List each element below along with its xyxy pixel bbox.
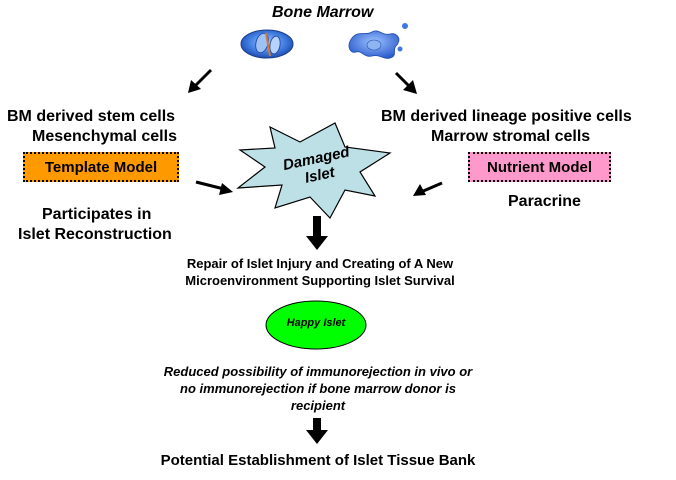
bone-marrow-title: Bone Marrow xyxy=(272,4,374,21)
stem-cells-label: BM derived stem cells xyxy=(7,108,176,125)
happy-islet-label: Happy Islet xyxy=(286,317,346,329)
happy-islet-ellipse xyxy=(265,300,367,350)
arrow-to-tissue-bank xyxy=(306,418,328,444)
participates-label: Participates in xyxy=(42,206,152,223)
immunorejection-text: Reduced possibility of immunorejection i… xyxy=(118,363,518,414)
repair-line-2: Microenvironment Supporting Islet Surviv… xyxy=(185,273,455,288)
arrow-islet-to-repair xyxy=(306,216,328,250)
bone-marrow-cell-icon xyxy=(240,29,294,59)
template-model-box: Template Model xyxy=(23,152,179,182)
repair-text: Repair of Islet Injury and Creating of A… xyxy=(130,255,510,289)
arrow-template-to-islet xyxy=(195,180,233,195)
nutrient-model-box: Nutrient Model xyxy=(468,152,611,182)
arrow-nutrient-to-islet xyxy=(413,181,443,196)
arrow-to-stem-cells xyxy=(188,68,213,93)
mesenchymal-cells-label: Mesenchymal cells xyxy=(32,128,177,145)
repair-line-1: Repair of Islet Injury and Creating of A… xyxy=(186,256,454,271)
paracrine-label: Paracrine xyxy=(508,193,581,210)
lineage-cells-label: BM derived lineage positive cells xyxy=(381,108,632,125)
damaged-islet-star xyxy=(236,122,392,220)
stromal-cells-label: Marrow stromal cells xyxy=(431,128,591,145)
tissue-bank-label: Potential Establishment of Islet Tissue … xyxy=(160,452,476,469)
immunorejection-line-1: Reduced possibility of immunorejection i… xyxy=(163,364,473,379)
immunorejection-line-2: no immunorejection if bone marrow donor … xyxy=(180,381,456,396)
reconstruction-label: Islet Reconstruction xyxy=(18,226,172,243)
arrow-to-lineage-cells xyxy=(394,71,417,94)
immunorejection-line-3: recipient xyxy=(290,398,346,413)
stromal-cell-icon xyxy=(348,23,408,59)
